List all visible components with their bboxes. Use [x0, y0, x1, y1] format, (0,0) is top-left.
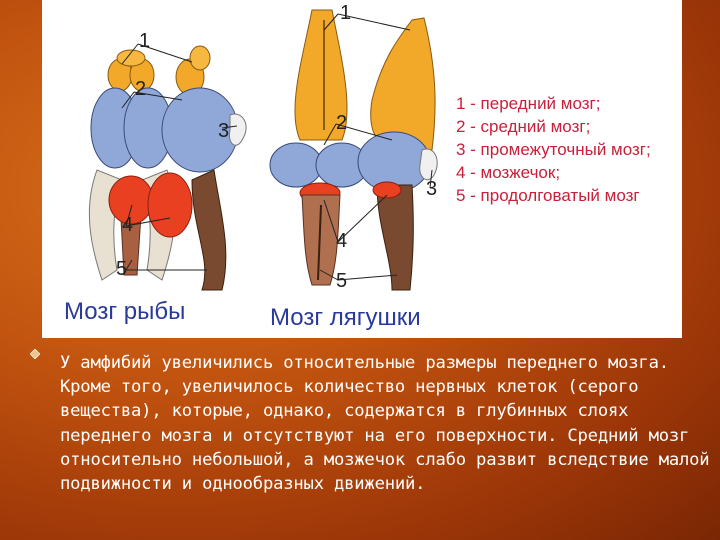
- brain-illustration: [88, 9, 438, 291]
- brain-parts-legend: 1 - передний мозг; 2 - средний мозг; 3 -…: [456, 92, 651, 207]
- legend-item-forebrain: 1 - передний мозг;: [456, 94, 601, 113]
- fish-label-5: 5: [116, 258, 128, 280]
- brain-figure: 1 2 3 4 5 1 2 3 4 5 1 - передний мозг; 2…: [42, 0, 682, 338]
- frog-label-2: 2: [336, 112, 348, 134]
- legend-item-midbrain: 2 - средний мозг;: [456, 117, 591, 136]
- frog-label-4: 4: [336, 230, 348, 252]
- frog-brain-caption: Мозг лягушки: [270, 304, 421, 331]
- frog-label-1: 1: [340, 2, 352, 24]
- fish-label-4: 4: [122, 214, 134, 236]
- frog-label-5: 5: [336, 270, 348, 292]
- fish-brain-caption: Мозг рыбы: [64, 298, 186, 325]
- body-paragraph: У амфибий увеличились относительные разм…: [60, 353, 710, 495]
- fish-brain-dorsal: [88, 49, 176, 281]
- frog-brain-lateral: [357, 17, 438, 291]
- frog-brain-dorsal: [269, 9, 369, 286]
- leader-lines: [121, 13, 433, 281]
- legend-item-diencephalon: 3 - промежуточный мозг;: [456, 140, 651, 159]
- fish-brain-lateral: [147, 45, 247, 291]
- legend-item-medulla: 5 - продолговатый мозг: [456, 186, 640, 205]
- legend-item-cerebellum: 4 - мозжечок;: [456, 163, 561, 182]
- frog-label-3: 3: [426, 178, 438, 200]
- fish-label-2: 2: [135, 78, 147, 100]
- fish-label-1: 1: [139, 30, 151, 52]
- bullet-icon: [30, 349, 40, 359]
- fish-label-3: 3: [218, 120, 230, 142]
